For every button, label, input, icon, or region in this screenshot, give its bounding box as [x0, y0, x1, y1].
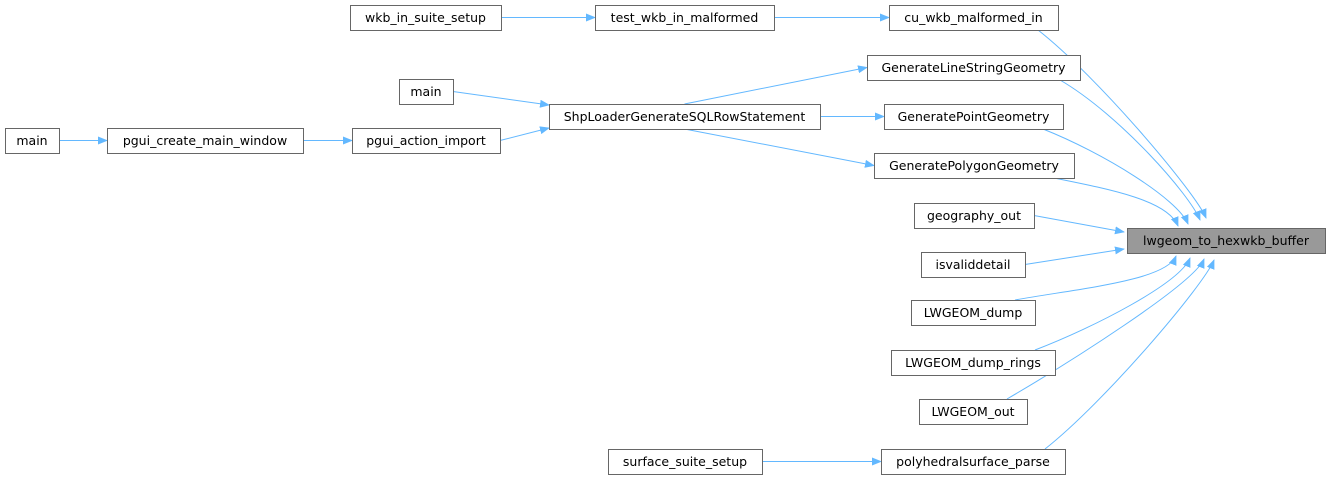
node-generate-line-string-geometry[interactable]: GenerateLineStringGeometry — [867, 55, 1081, 81]
edge-shp-loader-generate-sqlrow-statement-to-generate-line-string-geometry — [684, 65, 868, 105]
edge-generate-point-geometry-to-lwgeom-to-hexwkb-buffer — [1042, 128, 1189, 225]
node-label: LWGEOM_dump_rings — [905, 355, 1041, 370]
node-main-a[interactable]: main — [399, 79, 454, 105]
node-pgui-create-main-window[interactable]: pgui_create_main_window — [107, 128, 304, 154]
edge-lwgeom-out-to-lwgeom-to-hexwkb-buffer — [1006, 258, 1205, 400]
node-box — [1127, 228, 1326, 254]
node-lwgeom-dump[interactable]: LWGEOM_dump — [911, 300, 1036, 326]
node-label: test_wkb_in_malformed — [611, 10, 759, 25]
node-main-b[interactable]: main — [5, 128, 60, 154]
node-lwgeom-out[interactable]: LWGEOM_out — [919, 399, 1028, 425]
node-polyhedralsurface-parse[interactable]: polyhedralsurface_parse — [881, 449, 1066, 475]
edge-geography-out-to-lwgeom-to-hexwkb-buffer — [1033, 215, 1125, 235]
edge-isvaliddetail-to-lwgeom-to-hexwkb-buffer — [1024, 246, 1125, 265]
edge-generate-line-string-geometry-to-lwgeom-to-hexwkb-buffer — [1059, 79, 1201, 221]
node-box — [549, 104, 821, 130]
node-layer: lwgeom_to_hexwkb_buffer cu_wkb_malformed_… — [5, 5, 1326, 475]
node-box — [889, 5, 1059, 31]
node-box — [891, 350, 1056, 376]
node-box — [399, 79, 454, 105]
edge-layer — [59, 13, 1215, 466]
node-generate-point-geometry[interactable]: GeneratePointGeometry — [884, 104, 1064, 130]
node-box — [595, 5, 775, 31]
node-box — [608, 449, 763, 475]
node-box — [874, 153, 1075, 179]
node-label: GeneratePolygonGeometry — [889, 158, 1059, 173]
node-wkb-in-suite-setup[interactable]: wkb_in_suite_setup — [350, 5, 502, 31]
node-geography-out[interactable]: geography_out — [914, 203, 1035, 229]
node-label: isvaliddetail — [935, 257, 1010, 272]
node-box — [350, 5, 502, 31]
node-label: ShpLoaderGenerateSQLRowStatement — [564, 109, 806, 124]
node-label: pgui_create_main_window — [123, 133, 287, 148]
node-label: lwgeom_to_hexwkb_buffer — [1143, 233, 1310, 248]
edge-cu-wkb-malformed-in-to-lwgeom-to-hexwkb-buffer — [1037, 29, 1207, 219]
node-label: main — [16, 133, 47, 148]
edge-generate-polygon-geometry-to-lwgeom-to-hexwkb-buffer — [1053, 177, 1179, 227]
node-box — [919, 399, 1028, 425]
node-box — [914, 203, 1035, 229]
node-cu-wkb-malformed-in[interactable]: cu_wkb_malformed_in — [889, 5, 1059, 31]
node-generate-polygon-geometry[interactable]: GeneratePolygonGeometry — [874, 153, 1075, 179]
node-label: LWGEOM_dump — [924, 305, 1023, 320]
node-pgui-action-import[interactable]: pgui_action_import — [352, 128, 501, 154]
node-box — [107, 128, 304, 154]
node-box — [921, 252, 1026, 278]
node-label: main — [410, 84, 441, 99]
node-label: GeneratePointGeometry — [898, 109, 1050, 124]
edge-main-a-to-shp-loader-generate-sqlrow-statement — [452, 91, 550, 108]
node-label: polyhedralsurface_parse — [896, 454, 1050, 469]
edge-shp-loader-generate-sqlrow-statement-to-generate-polygon-geometry — [684, 128, 875, 168]
node-test-wkb-in-malformed[interactable]: test_wkb_in_malformed — [595, 5, 775, 31]
node-box — [881, 449, 1066, 475]
node-label: pgui_action_import — [366, 133, 486, 148]
node-label: cu_wkb_malformed_in — [904, 10, 1042, 25]
node-box — [867, 55, 1081, 81]
node-label: geography_out — [927, 208, 1021, 223]
node-shp-loader-generate-sqlrow-statement[interactable]: ShpLoaderGenerateSQLRowStatement — [549, 104, 821, 130]
edge-pgui-action-import-to-shp-loader-generate-sqlrow-statement — [499, 126, 550, 141]
node-surface-suite-setup[interactable]: surface_suite_setup — [608, 449, 763, 475]
node-label: wkb_in_suite_setup — [365, 10, 486, 25]
node-box — [5, 128, 60, 154]
node-box — [884, 104, 1064, 130]
node-lwgeom-dump-rings[interactable]: LWGEOM_dump_rings — [891, 350, 1056, 376]
node-label: GenerateLineStringGeometry — [881, 60, 1066, 75]
edge-lwgeom-dump-to-lwgeom-to-hexwkb-buffer — [1014, 255, 1177, 301]
node-box — [911, 300, 1036, 326]
node-box — [352, 128, 501, 154]
node-isvaliddetail[interactable]: isvaliddetail — [921, 252, 1026, 278]
edge-lwgeom-dump-rings-to-lwgeom-to-hexwkb-buffer — [1034, 257, 1191, 351]
node-label: LWGEOM_out — [931, 404, 1014, 419]
node-label: surface_suite_setup — [623, 454, 747, 469]
node-lwgeom-to-hexwkb-buffer[interactable]: lwgeom_to_hexwkb_buffer — [1127, 228, 1326, 254]
edge-polyhedralsurface-parse-to-lwgeom-to-hexwkb-buffer — [1044, 259, 1215, 450]
